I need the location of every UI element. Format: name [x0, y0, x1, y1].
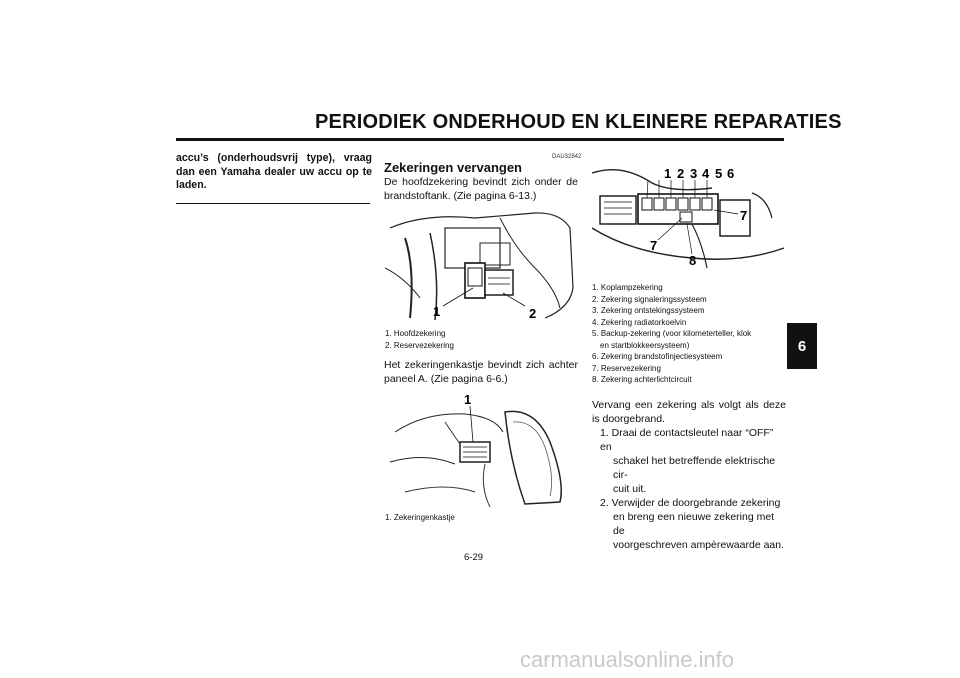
page-number: 6-29 — [464, 552, 484, 563]
step-line: 1. Draai de contactsleutel naar “OFF” en — [600, 427, 774, 453]
notice-rule — [176, 203, 370, 204]
procedure-steps: 1. Draai de contactsleutel naar “OFF” en… — [600, 426, 786, 552]
list-item: 8. Zekering achterlichtcircuit — [592, 375, 692, 384]
fig2-caption-1: 1. Zekeringenkastje — [385, 513, 455, 522]
section-code: DAU32842 — [552, 154, 582, 160]
list-item: 6. Zekering brandstofinjectiesysteem — [592, 352, 723, 361]
fuse-layout-figure: 1 2 3 4 5 6 7 7 8 — [592, 158, 784, 276]
fig1-label-2: 2 — [529, 306, 536, 321]
fig2-label-1: 1 — [464, 392, 471, 407]
procedure-intro: Vervang een zekering als volgt als deze … — [592, 399, 786, 425]
fusebox-figure: 1 — [385, 392, 578, 510]
list-item: 5. Backup-zekering (voor kilometerteller… — [592, 329, 752, 338]
fig1-label-1: 1 — [433, 304, 440, 319]
step-line: voorgeschreven ampèrewaarde aan. — [613, 539, 785, 551]
list-item: 4. Zekering radiatorkoelvin — [592, 317, 687, 327]
notice-text: accu’s (onderhoudsvrij type), vraag dan … — [176, 152, 372, 191]
list-item: 7. Reservezekering — [592, 363, 661, 373]
fig3-label-7b: 7 — [650, 238, 657, 253]
fig3-label-4: 4 — [702, 166, 710, 181]
intro-paragraph: De hoofdzekering bevindt zich onder de b… — [384, 176, 578, 202]
fuse-caption-list: 1. Koplampzekering 2. Zekering signaleri… — [592, 282, 786, 386]
step-line: en breng een nieuwe zekering met de — [613, 511, 775, 537]
fusebox-paragraph: Het zekeringenkastje bevindt zich achter… — [384, 359, 578, 385]
fig3-label-7a: 7 — [740, 208, 747, 223]
fig3-label-8: 8 — [689, 253, 696, 268]
list-item: en startblokkeersysteem) — [600, 340, 690, 350]
step-line: cuit uit. — [613, 483, 647, 495]
step-line: schakel het betreffende elektrische cir- — [613, 455, 776, 481]
fig3-label-3: 3 — [690, 166, 697, 181]
list-item: 2. Zekering signaleringssysteem — [592, 294, 707, 304]
section-heading: Zekeringen vervangen — [384, 160, 522, 175]
fig1-caption-1: 1. Hoofdzekering — [385, 329, 446, 338]
fig3-label-2: 2 — [677, 166, 684, 181]
step-line: 2. Verwijder de doorgebrande zekering — [600, 497, 781, 509]
watermark: carmanualsonline.info — [520, 647, 735, 672]
fig3-label-5: 5 — [715, 166, 722, 181]
list-item: 3. Zekering ontstekingssysteem — [592, 306, 705, 315]
fig1-caption-2: 2. Reservezekering — [385, 341, 454, 350]
fig3-label-1: 1 — [664, 166, 671, 181]
chapter-tab-label: 6 — [797, 337, 807, 355]
fig3-label-6: 6 — [727, 166, 734, 181]
main-fuse-figure: 1 2 — [385, 208, 578, 326]
list-item: 1. Koplampzekering — [592, 283, 663, 292]
page-title: PERIODIEK ONDERHOUD EN KLEINERE REPARATI… — [315, 111, 842, 133]
chapter-tab: 6 — [787, 323, 817, 369]
header-rule — [176, 138, 784, 141]
